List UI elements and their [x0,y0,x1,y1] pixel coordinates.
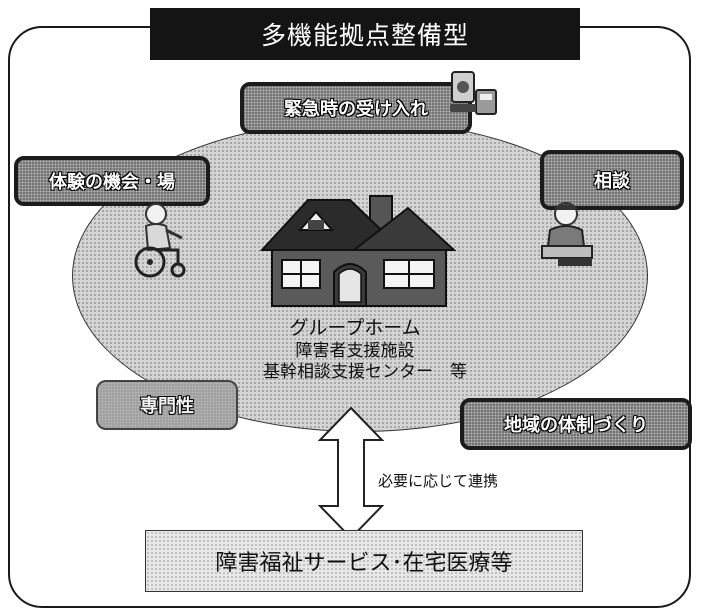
specialization-label: 専門性 [96,380,238,430]
collaboration-label: 必要に応じて連携 [378,472,499,490]
experience-opportunity-label: 体験の機会・場 [14,156,210,206]
support-facility-label: 障害者支援施設 [295,341,415,361]
house-icon [259,195,457,307]
double-arrow-icon [318,406,384,540]
regional-system-label: 地域の体制づくり [460,398,692,450]
group-home-label: グループホーム [289,317,421,339]
emergency-acceptance-label: 緊急時の受け入れ [240,82,472,134]
banner-title: 多機能拠点整備型 [150,8,580,60]
consultation-center-label: 基幹相談支援センター 等 [263,362,467,382]
wheelchair-person-icon [134,203,186,278]
consultation-label: 相談 [540,150,684,210]
welfare-services-box: 障害福祉サービス･在宅医療等 [145,530,583,592]
counselor-icon [541,202,593,266]
phone-icon [450,71,497,115]
